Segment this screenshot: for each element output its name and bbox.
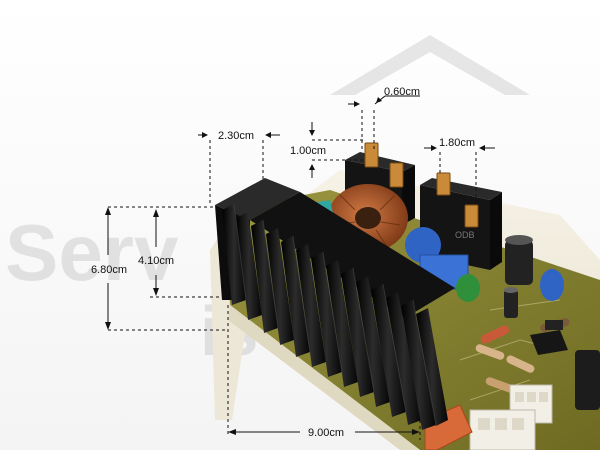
heatsink-fins [222,204,448,430]
label-total-height: 6.80cm [91,264,127,276]
white-connectors [469,384,553,450]
spade-terminals [364,142,479,228]
dimension-lines [105,95,495,440]
electrolytic-capacitors [504,235,600,410]
svg-text:Serv: Serv [5,208,179,297]
board-edge [228,305,420,450]
label-connector-spacing: 1.80cm [439,137,475,149]
green-capacitor [456,274,480,302]
label-fin-height: 4.10cm [138,255,174,267]
label-heatsink-width: 2.30cm [218,130,254,142]
ic-chips [530,320,568,355]
label-terminal-width: 0.60cm [384,86,420,98]
label-terminal-height: 1.00cm [290,145,326,157]
svg-text:ODB: ODB [455,230,475,240]
heatsink [215,178,455,430]
label-board-length: 9.00cm [308,427,344,439]
